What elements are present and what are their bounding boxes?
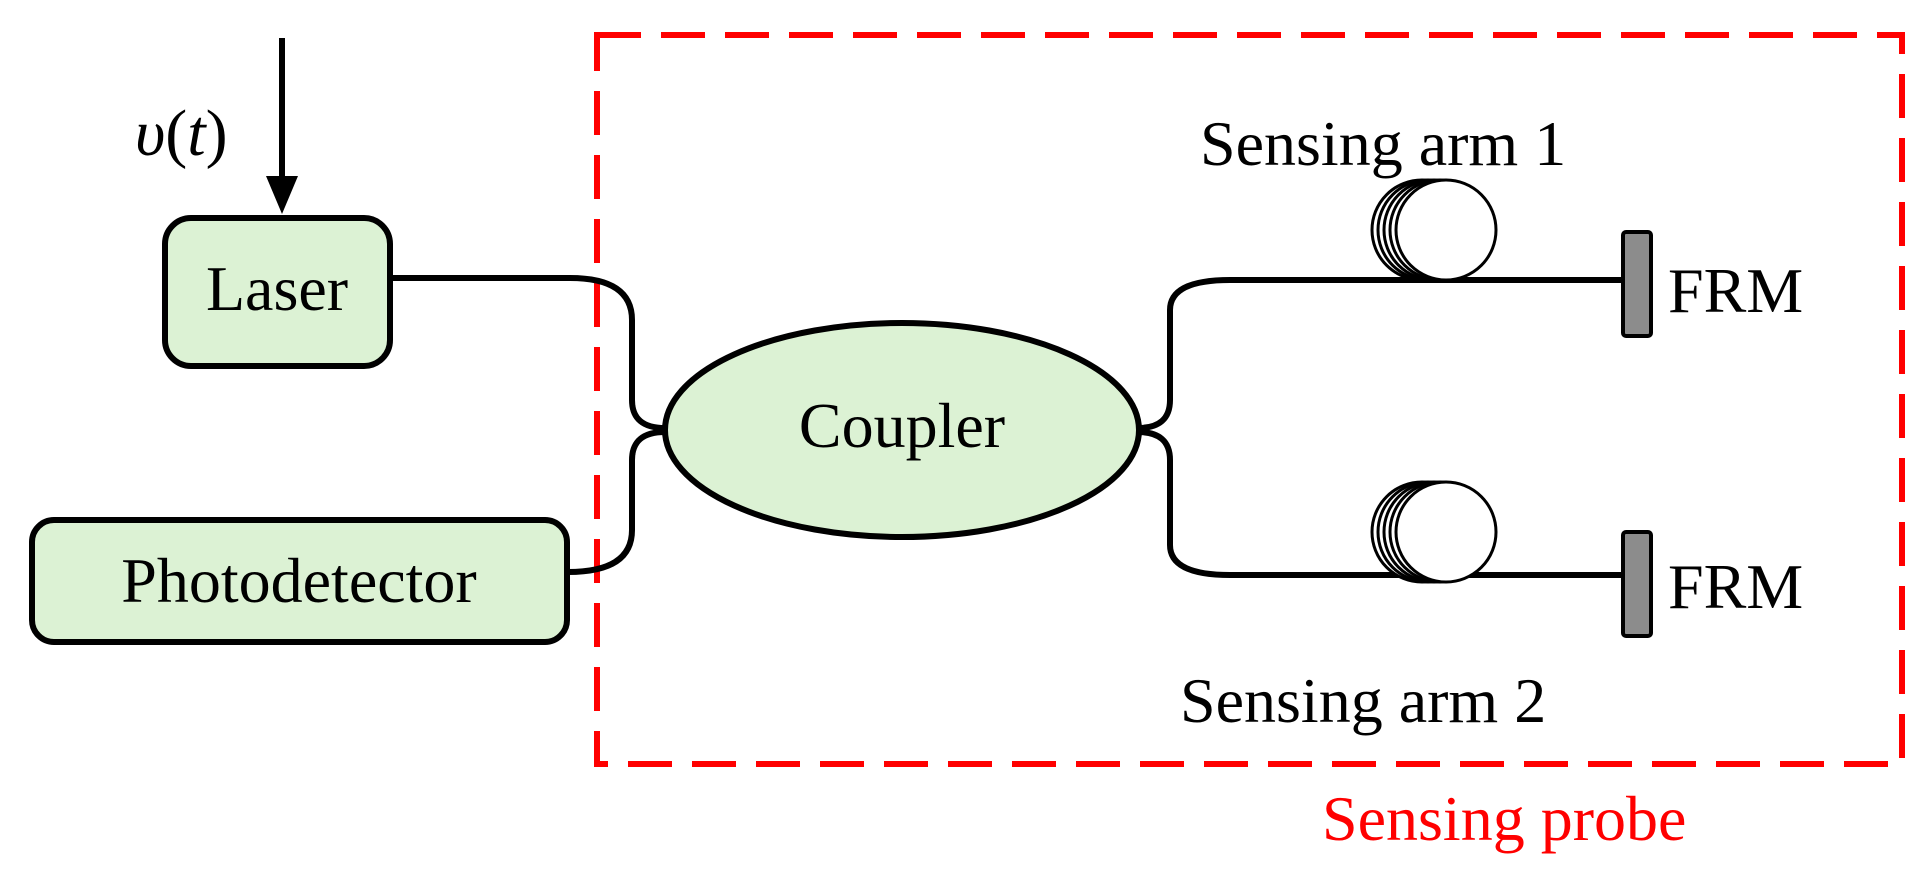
- laser-label: Laser: [206, 253, 348, 324]
- photodetector-box: Photodetector: [29, 517, 570, 645]
- input-signal-label: υ(t): [135, 97, 228, 170]
- sensing-arm-1-label: Sensing arm 1: [1200, 108, 1566, 179]
- input-variable: t: [187, 97, 207, 170]
- sensing-probe-label: Sensing probe: [1322, 783, 1686, 854]
- input-symbol: υ: [135, 97, 165, 170]
- sensing-probe-boundary: [594, 32, 1905, 767]
- photodetector-label: Photodetector: [121, 545, 476, 616]
- coupler-label: Coupler: [799, 390, 1005, 461]
- laser-box: Laser: [162, 215, 393, 369]
- coupler: Coupler: [662, 320, 1142, 540]
- fiber-coupler-to-arm1: [1135, 277, 1628, 431]
- fiber-coil-arm2: [1370, 480, 1498, 584]
- frm-mirror-2: [1621, 530, 1653, 638]
- frm-label-1: FRM: [1668, 255, 1803, 326]
- input-open-paren: (: [165, 97, 187, 170]
- fiber-laser-to-coupler: [387, 275, 668, 431]
- fiber-lines: [387, 275, 1628, 578]
- fiber-coupler-to-arm2: [1135, 429, 1628, 578]
- fiber-coil-arm1: [1370, 178, 1498, 282]
- frm-label-2: FRM: [1668, 551, 1803, 622]
- sensing-arm-2-label: Sensing arm 2: [1180, 665, 1546, 736]
- frm-mirror-1: [1621, 230, 1653, 338]
- input-close-paren: ): [206, 97, 228, 170]
- fiber-photodetector-to-coupler: [565, 429, 668, 575]
- input-arrow: [266, 38, 298, 214]
